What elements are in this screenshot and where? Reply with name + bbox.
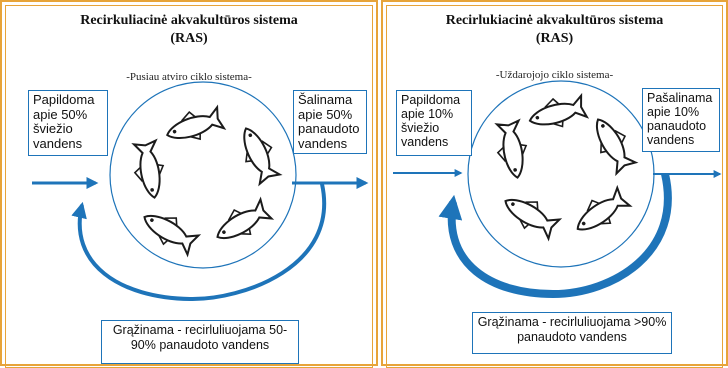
fish-icon [595,118,639,177]
fish-icon [131,138,165,199]
panel-subtitle: -Pusiau atviro ciklo sistema- [126,71,252,83]
panel-title-abbrev: (RAS) [170,31,208,46]
fish-icon [576,184,633,231]
recirculation-label: Grąžinama - recirluliuojama 50-90% panau… [101,320,299,364]
panel-title: Recirlukiacinė akvakultūros sistema [445,13,664,28]
outflow-label: Šalinama apie 50% panaudoto vandens [293,90,367,154]
panel-closed-system: Recirlukiacinė akvakultūros sistema (RAS… [381,0,728,368]
panel-semi-open-system: Recirkuliacinė akvakultūros sistema (RAS… [0,0,378,368]
panel-title-abbrev: (RAS) [535,31,574,46]
fish-icon [504,198,563,242]
panel-subtitle: -Uždarojojo ciklo sistema- [495,69,614,81]
diagram-graphics [393,80,722,299]
fish-icon [216,196,275,240]
recirculation-arrow [71,183,327,302]
fish-icon [166,104,227,141]
diagram-graphics [32,81,369,302]
fish-icon [143,214,202,258]
panel-title: Recirkuliacinė akvakultūros sistema [80,13,298,28]
inflow-label: Papildoma apie 10% šviežio vandens [396,90,472,156]
outflow-label: Pašalinama apie 10% panaudoto vandens [642,88,720,152]
fish-icon [243,127,283,187]
recirculation-label: Grąžinama - recirluliuojama >90% panaudo… [472,312,672,354]
fish-icon [494,118,528,179]
fish-icon [528,92,590,128]
inflow-label: Papildoma apie 50% šviežio vandens [28,90,108,156]
recirculation-arrow [438,173,672,299]
